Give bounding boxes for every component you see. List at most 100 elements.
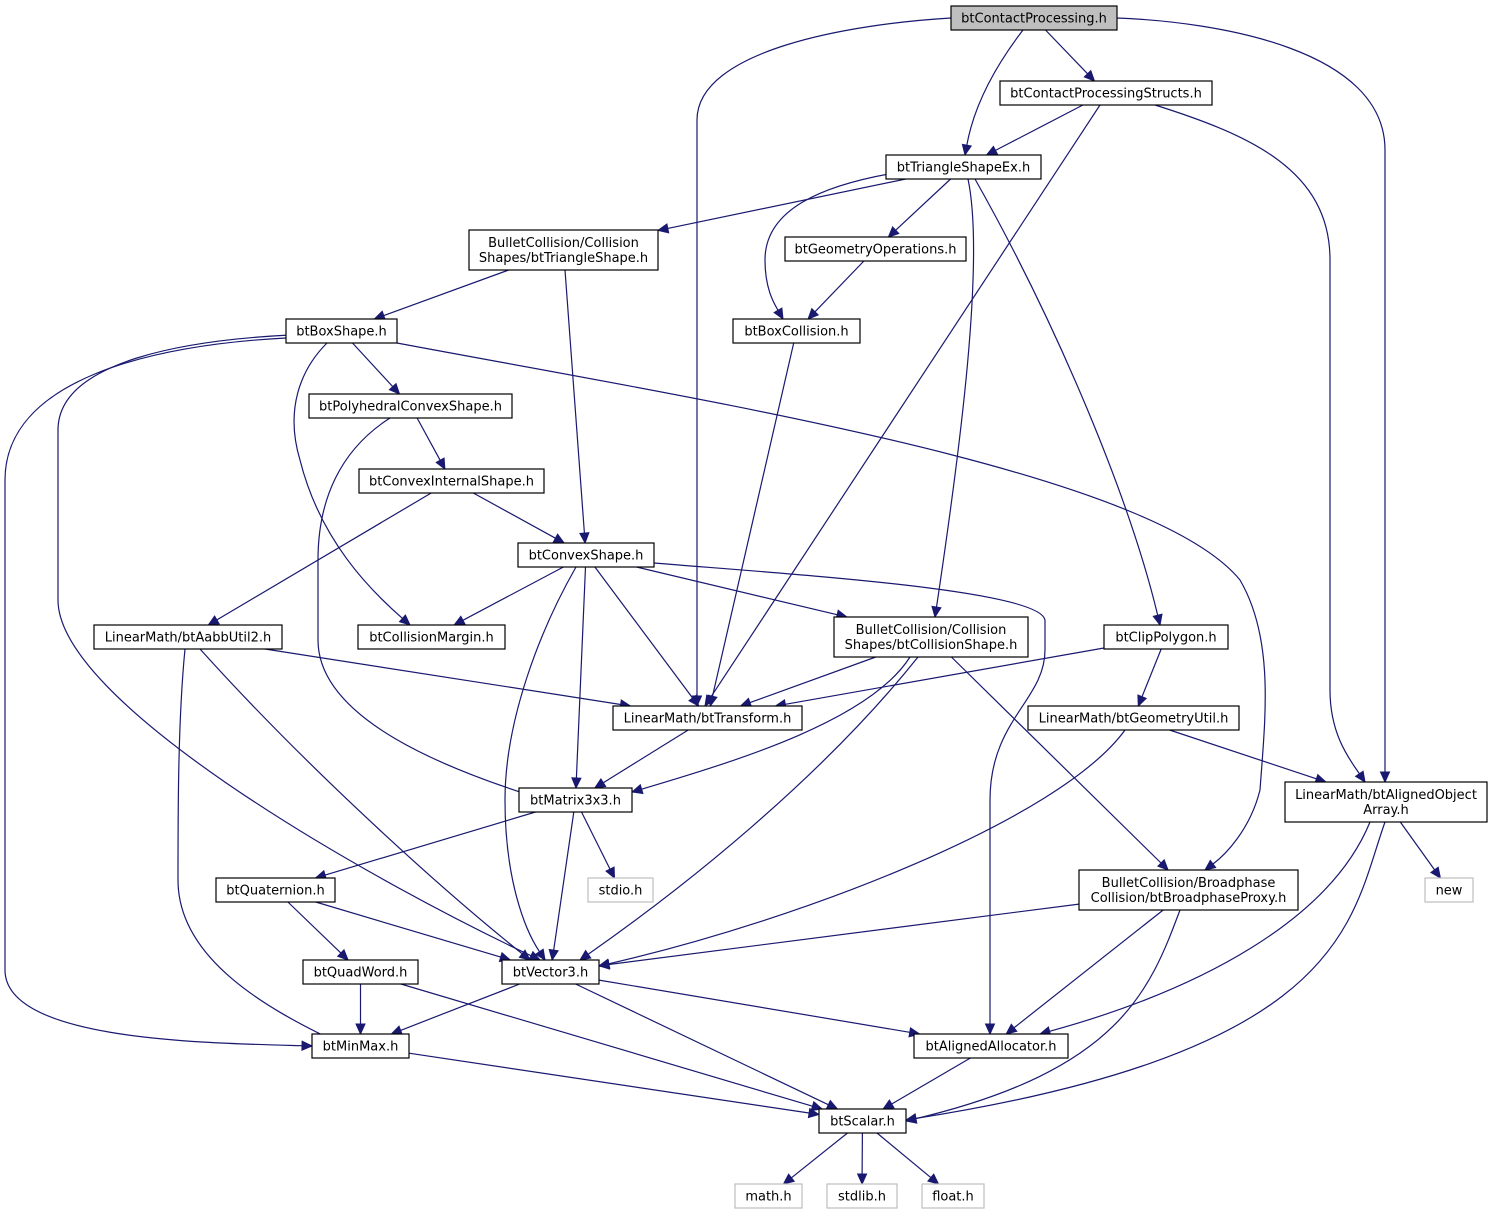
node-label: new (1436, 884, 1463, 899)
edge-tri-to-clip (974, 178, 1163, 627)
edge-vec-to-mm (390, 983, 520, 1036)
edge-line (876, 1132, 932, 1179)
edge-line (653, 562, 1046, 1024)
node-root[interactable]: btContactProcessing.h (950, 5, 1118, 31)
edge-alloc-to-scalar (882, 1057, 971, 1110)
node-box[interactable]: btBoxShape.h (285, 318, 398, 344)
node-scalar[interactable]: btScalar.h (818, 1108, 907, 1134)
edge-geo-to-boxc (807, 260, 865, 320)
node-box (587, 877, 654, 903)
node-vec[interactable]: btVector3.h (501, 959, 600, 985)
node-geo[interactable]: btGeometryOperations.h (784, 236, 967, 262)
edge-box-to-mm (4, 337, 314, 1051)
node-box (921, 1183, 985, 1209)
edge-line (915, 909, 1181, 1120)
arrow-head-icon (571, 777, 582, 790)
edge-vec-to-alloc (598, 979, 921, 1038)
edge-line (580, 811, 611, 870)
edge-cvx-to-trans (594, 566, 700, 707)
node-bccs[interactable]: BulletCollision/CollisionShapes/btCollis… (833, 616, 1029, 658)
edge-line (408, 1052, 810, 1114)
edge-mat-to-stdio (580, 811, 616, 880)
arrow-head-icon (1005, 1023, 1018, 1035)
edge-box-to-cmar (293, 342, 411, 626)
edge-poly-to-cint (416, 417, 446, 471)
arrow-head-icon (707, 694, 718, 708)
node-bcts[interactable]: BulletCollision/CollisionShapes/btTriang… (468, 229, 659, 271)
edge-line (641, 656, 911, 790)
node-label: btQuaternion.h (226, 884, 324, 899)
edge-line (575, 983, 829, 1106)
node-label: btConvexShape.h (529, 549, 644, 564)
arrow-head-icon (1083, 69, 1096, 82)
edge-box-to-bcbp (396, 342, 1266, 871)
edge-line (608, 903, 1080, 966)
edge-line (57, 334, 532, 957)
edge-line (416, 417, 441, 461)
arrow-head-icon (1354, 770, 1366, 783)
node-cmar[interactable]: btCollisionMargin.h (357, 624, 506, 650)
node-cint[interactable]: btConvexInternalShape.h (358, 468, 545, 494)
node-box (1424, 877, 1474, 903)
edge-quat-to-qw (287, 901, 349, 961)
edge-line (287, 901, 342, 954)
edge-cvx-to-vec (504, 566, 577, 962)
node-cps[interactable]: btContactProcessingStructs.h (999, 80, 1213, 106)
node-alloc[interactable]: btAlignedAllocator.h (913, 1033, 1069, 1059)
edge-line (4, 337, 303, 1047)
edge-line (764, 171, 901, 311)
arrow-head-icon (961, 143, 973, 157)
edge-trans-to-mat (593, 729, 689, 789)
edge-cps-to-trans (704, 104, 1101, 708)
edge-line (1169, 729, 1317, 780)
node-box (517, 542, 655, 568)
node-trans[interactable]: LinearMath/btTransform.h (612, 705, 803, 731)
node-gutil[interactable]: LinearMath/btGeometryUtil.h (1027, 705, 1240, 731)
node-label: btConvexInternalShape.h (369, 475, 534, 490)
node-label: btTriangleShapeEx.h (897, 161, 1030, 176)
edge-line (711, 342, 795, 697)
node-bcbp[interactable]: BulletCollision/BroadphaseCollision/btBr… (1078, 869, 1299, 911)
node-box (818, 1108, 907, 1134)
node-box (93, 624, 283, 650)
edge-line (895, 178, 952, 231)
edge-cvx-to-bccs (636, 566, 849, 620)
arrow-head-icon (927, 1173, 940, 1185)
node-box (302, 959, 419, 985)
node-mm[interactable]: btMinMax.h (311, 1033, 410, 1059)
node-poly[interactable]: btPolyhedralConvexShape.h (308, 393, 513, 419)
node-label: btGeometryOperations.h (794, 243, 956, 258)
edge-tri-to-bcts (656, 178, 906, 234)
edge-cps-to-aoa (1154, 104, 1366, 783)
node-tri[interactable]: btTriangleShapeEx.h (885, 154, 1042, 180)
edge-line (915, 821, 1386, 1119)
edge-line (462, 566, 564, 621)
node-label: BulletCollision/Collision (856, 623, 1007, 638)
edge-line (667, 178, 906, 229)
edge-root-to-cps (1045, 29, 1096, 82)
arrow-head-icon (593, 777, 607, 789)
edge-line (935, 178, 975, 608)
node-box (999, 80, 1213, 106)
arrow-head-icon (518, 949, 531, 961)
arrow-head-icon (548, 948, 559, 962)
node-quat[interactable]: btQuaternion.h (215, 877, 336, 903)
edge-root-to-tri (961, 29, 1024, 157)
edge-cvx-to-alloc (653, 562, 1046, 1036)
node-qw[interactable]: btQuadWord.h (302, 959, 419, 985)
arrow-head-icon (807, 1107, 821, 1119)
edge-line (974, 178, 1159, 616)
node-box (311, 1033, 410, 1059)
node-box (826, 1183, 898, 1209)
node-aabb[interactable]: LinearMath/btAabbUtil2.h (93, 624, 283, 650)
node-box (358, 468, 545, 494)
node-cvx[interactable]: btConvexShape.h (517, 542, 655, 568)
node-mat[interactable]: btMatrix3x3.h (518, 787, 633, 813)
node-label: LinearMath/btAlignedObject (1295, 788, 1477, 803)
node-clip[interactable]: btClipPolygon.h (1103, 624, 1229, 650)
edge-line (1399, 821, 1436, 871)
edge-line (1049, 821, 1371, 1032)
node-boxc[interactable]: btBoxCollision.h (732, 318, 861, 344)
node-stdio: stdio.h (587, 877, 654, 903)
